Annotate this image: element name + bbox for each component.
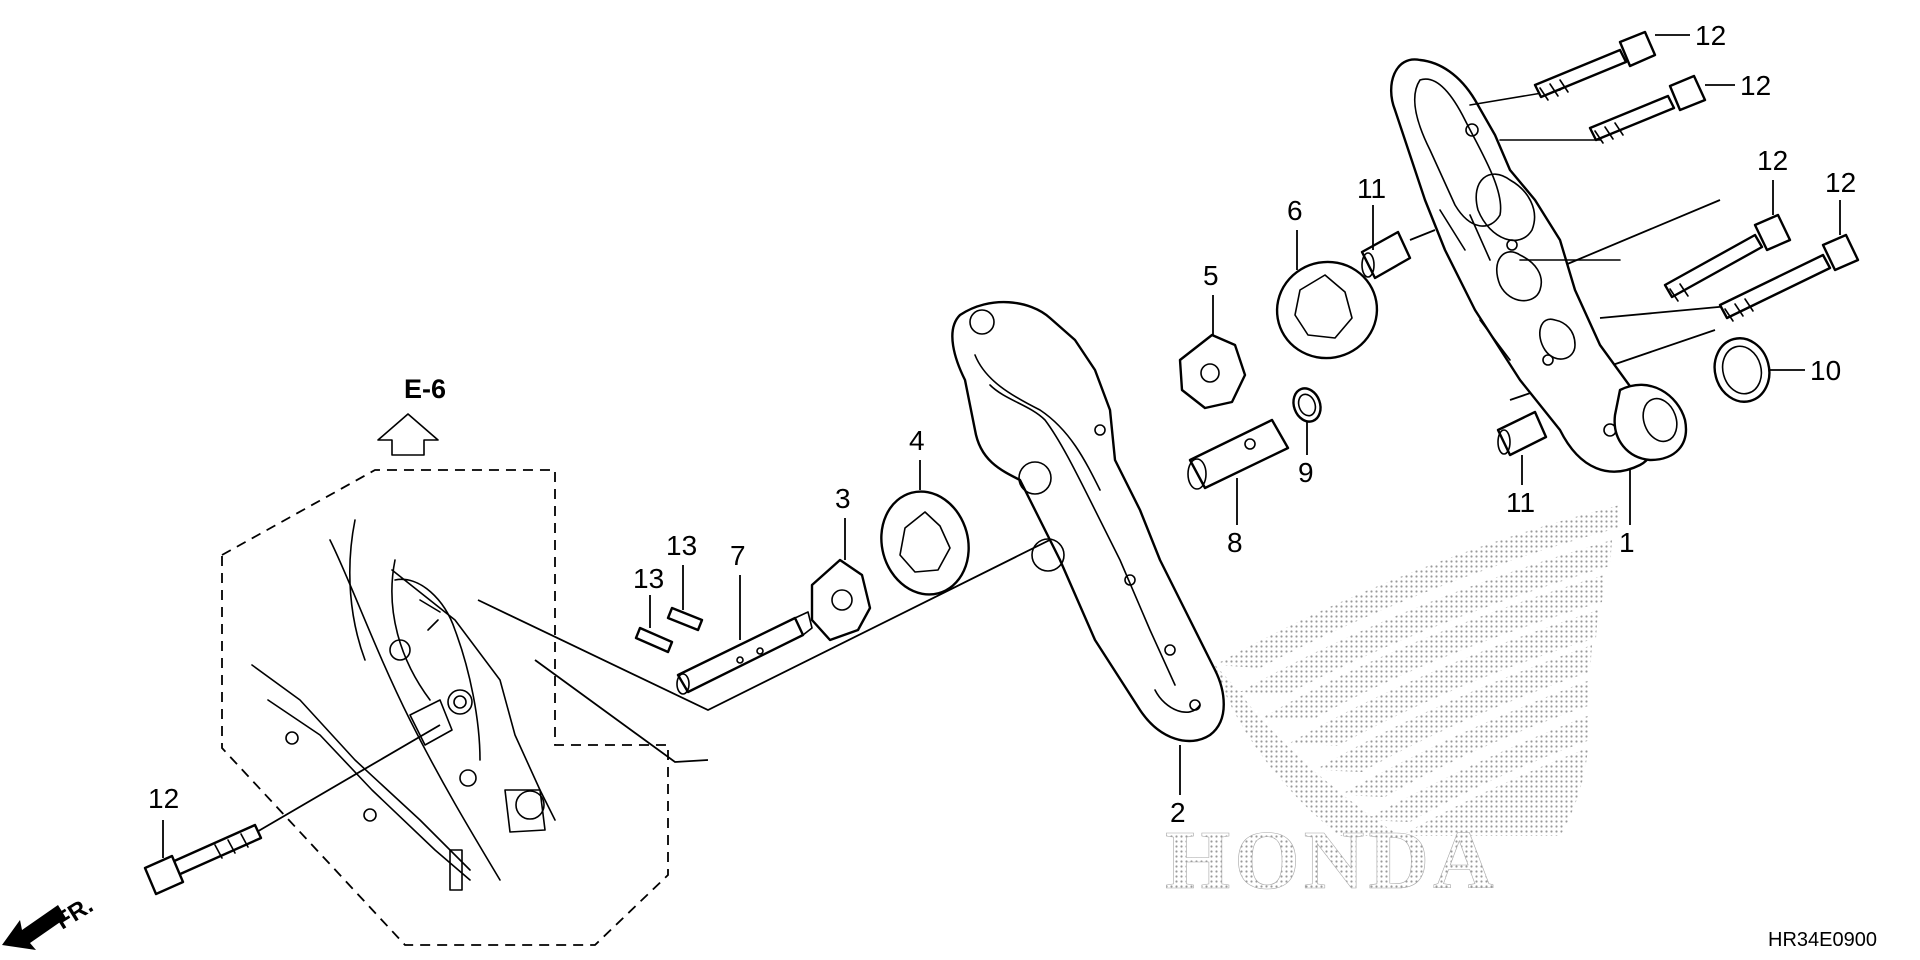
part-12-bolt-a bbox=[1533, 30, 1657, 101]
callout-5: 5 bbox=[1203, 260, 1219, 291]
callout-4: 4 bbox=[909, 425, 925, 456]
part-5-inner-rotor bbox=[1178, 333, 1247, 410]
reference-label: E-6 bbox=[404, 374, 446, 404]
callout-12-e: 12 bbox=[148, 783, 179, 814]
callout-numbers: 1 2 3 4 5 6 7 8 9 10 11 11 12 12 12 12 1… bbox=[148, 20, 1856, 828]
part-10-o-ring bbox=[1713, 337, 1771, 403]
up-arrow-icon bbox=[377, 413, 439, 456]
callout-9: 9 bbox=[1298, 457, 1314, 488]
callout-2: 2 bbox=[1170, 797, 1186, 828]
callout-11-b: 11 bbox=[1506, 487, 1535, 518]
part-12-bolt-c bbox=[1663, 213, 1792, 302]
part-4-outer-rotor bbox=[880, 490, 970, 596]
callout-11-a: 11 bbox=[1357, 173, 1386, 204]
part-11-dowel-pin-b bbox=[1496, 410, 1548, 457]
callout-leaders bbox=[162, 34, 1841, 858]
part-2-plate bbox=[951, 300, 1225, 743]
honda-watermark-text: HONDA bbox=[1165, 814, 1498, 907]
callout-6: 6 bbox=[1287, 195, 1303, 226]
part-7-shaft bbox=[676, 611, 813, 695]
part-13-pin-a bbox=[634, 626, 674, 654]
part-12-bolt-d bbox=[1718, 233, 1860, 322]
callout-8: 8 bbox=[1227, 527, 1243, 558]
part-9-o-ring bbox=[1292, 387, 1322, 423]
part-1-pump-body bbox=[1390, 58, 1688, 473]
part-11-dowel-pin-a bbox=[1360, 230, 1412, 280]
crankcase-detail bbox=[221, 469, 669, 946]
front-arrow-icon bbox=[2, 905, 66, 950]
reference-arrow-group: E-6 bbox=[377, 374, 446, 456]
callout-13-b: 13 bbox=[633, 563, 664, 594]
callout-13-a: 13 bbox=[666, 530, 697, 561]
callout-7: 7 bbox=[730, 540, 746, 571]
honda-wing-watermark: HONDA bbox=[1165, 505, 1620, 907]
callout-10: 10 bbox=[1810, 355, 1841, 386]
callout-12-a: 12 bbox=[1695, 20, 1726, 51]
callout-12-d: 12 bbox=[1825, 167, 1856, 198]
front-arrow-group: FR. bbox=[2, 892, 98, 950]
part-3-inner-rotor bbox=[810, 558, 872, 642]
callout-12-c: 12 bbox=[1757, 145, 1788, 176]
part-12-bolt-e bbox=[143, 823, 263, 896]
drawing-code: HR34E0900 bbox=[1768, 929, 1877, 951]
part-13-pin-b bbox=[666, 606, 704, 632]
assembly-lines bbox=[254, 199, 1741, 834]
callout-1: 1 bbox=[1619, 527, 1635, 558]
part-8-relief-valve bbox=[1187, 418, 1290, 490]
part-12-bolt-b bbox=[1588, 74, 1707, 144]
part-6-outer-rotor bbox=[1275, 260, 1379, 360]
callout-12-b: 12 bbox=[1740, 70, 1771, 101]
front-label: FR. bbox=[51, 892, 98, 935]
callout-3: 3 bbox=[835, 483, 851, 514]
